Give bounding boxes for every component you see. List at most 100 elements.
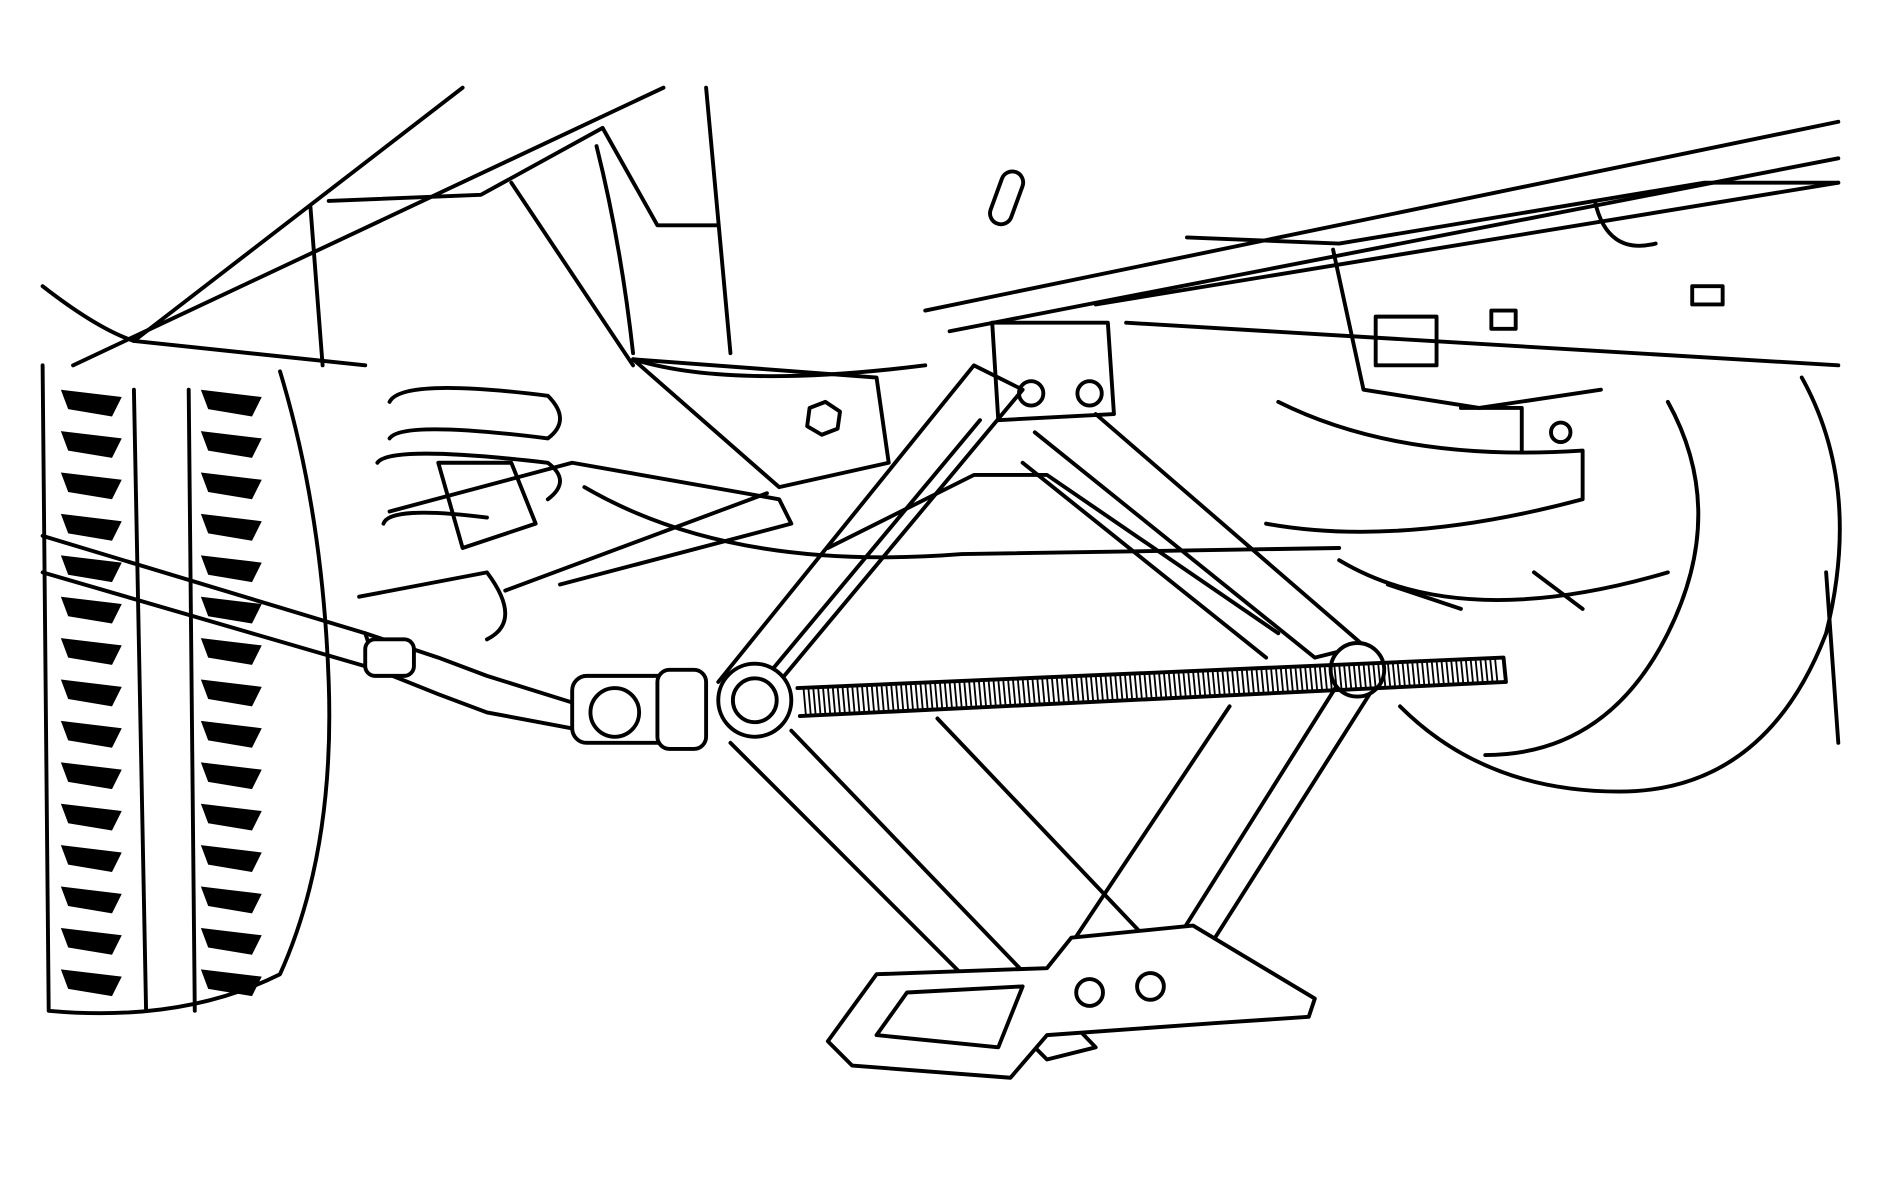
- screw-thread: [1075, 675, 1080, 703]
- tread-block: [200, 762, 262, 790]
- tread-block: [200, 886, 262, 914]
- screw-thread: [1089, 675, 1095, 702]
- screw-thread: [1362, 663, 1367, 689]
- screw-thread: [1294, 666, 1299, 693]
- tread-block: [200, 513, 262, 541]
- tread-block: [60, 389, 122, 417]
- screw-thread: [1070, 676, 1075, 703]
- screw-thread: [1279, 667, 1285, 693]
- screw-thread: [1192, 670, 1197, 698]
- screw-thread: [1421, 661, 1426, 686]
- screw-thread: [914, 682, 919, 711]
- screw-thread: [1367, 663, 1372, 689]
- screw-thread: [1128, 673, 1134, 701]
- screw-thread: [1372, 663, 1377, 689]
- screw-thread: [1318, 665, 1324, 691]
- tread-block: [200, 596, 262, 624]
- screw-thread: [1211, 670, 1216, 697]
- screw-thread: [1041, 677, 1046, 705]
- screw-thread: [904, 683, 910, 711]
- screw-thread: [1416, 661, 1421, 687]
- screw-thread: [1099, 674, 1104, 702]
- screw-thread: [1231, 669, 1236, 696]
- screw-thread: [1469, 658, 1474, 684]
- frame-rail: [923, 119, 1841, 410]
- screw-thread: [1197, 670, 1202, 697]
- tread-block: [200, 720, 262, 748]
- screw-thread: [1489, 658, 1494, 683]
- screw-thread: [1270, 667, 1275, 694]
- screw-thread: [1440, 660, 1445, 686]
- screw-thread: [997, 679, 1002, 707]
- screw-thread: [861, 685, 866, 714]
- screw-thread: [875, 684, 880, 713]
- screw-thread: [919, 682, 924, 711]
- screw-thread: [1382, 662, 1387, 688]
- suspension: [1264, 399, 1670, 611]
- screw-thread: [1138, 673, 1143, 700]
- screw-thread: [1221, 669, 1226, 696]
- screw-thread: [1406, 661, 1411, 687]
- vehicle-body: [40, 85, 733, 368]
- tread-block: [60, 679, 122, 707]
- screw-thread: [977, 680, 983, 708]
- tread-block: [200, 472, 262, 500]
- screw-thread: [968, 680, 973, 708]
- screw-thread: [1046, 677, 1051, 705]
- screw-thread: [1104, 674, 1109, 702]
- nut: [805, 399, 842, 437]
- screw-thread: [924, 682, 929, 710]
- front-tire: [40, 363, 332, 1016]
- screw-thread: [1386, 662, 1392, 688]
- screw-thread: [1080, 675, 1085, 703]
- tread-block: [200, 679, 262, 707]
- screw-thread: [909, 683, 914, 711]
- screw-thread: [1396, 662, 1401, 688]
- screw-thread: [1309, 665, 1314, 692]
- screw-thread: [1445, 659, 1450, 685]
- screw-thread: [1347, 664, 1353, 690]
- screw-thread: [1343, 664, 1348, 690]
- screw-thread: [1036, 677, 1041, 705]
- screw-thread: [1133, 673, 1138, 700]
- screw-thread: [1333, 664, 1338, 691]
- screw-thread: [1235, 669, 1241, 695]
- screw-thread: [1411, 661, 1416, 687]
- screw-thread: [1002, 679, 1007, 707]
- tread-block: [60, 431, 122, 458]
- screw-thread: [890, 683, 895, 712]
- tread-block: [200, 431, 262, 458]
- screw-thread: [1026, 678, 1031, 706]
- screw-thread: [1450, 659, 1455, 685]
- tread-block: [60, 555, 122, 583]
- screw-thread: [1201, 670, 1207, 697]
- screw-thread: [895, 683, 900, 712]
- screw-thread: [1216, 669, 1221, 696]
- screw-thread: [826, 686, 832, 715]
- screw-thread: [802, 687, 807, 716]
- screw-thread: [807, 687, 812, 716]
- screw-thread: [1167, 671, 1173, 699]
- screw-thread: [851, 685, 856, 714]
- screw-thread: [846, 685, 851, 714]
- screw-thread: [1055, 676, 1061, 704]
- screw-thread: [1284, 666, 1289, 693]
- tread-block: [200, 638, 262, 665]
- screw-thread: [1094, 675, 1100, 702]
- screw-thread: [1114, 674, 1119, 701]
- screw-thread: [1119, 674, 1124, 701]
- screw-thread: [1050, 676, 1056, 704]
- tread-block: [60, 845, 122, 872]
- screw-thread: [1172, 671, 1177, 698]
- screw-thread: [1357, 663, 1362, 690]
- screw-thread: [938, 681, 944, 710]
- tread-block: [60, 596, 122, 624]
- screw-thread: [822, 686, 827, 715]
- screw-thread: [817, 687, 822, 716]
- screw-thread: [948, 681, 953, 709]
- screw-thread: [934, 682, 939, 710]
- screw-thread: [865, 684, 871, 713]
- screw-thread: [885, 684, 890, 712]
- screw-thread: [1060, 676, 1065, 704]
